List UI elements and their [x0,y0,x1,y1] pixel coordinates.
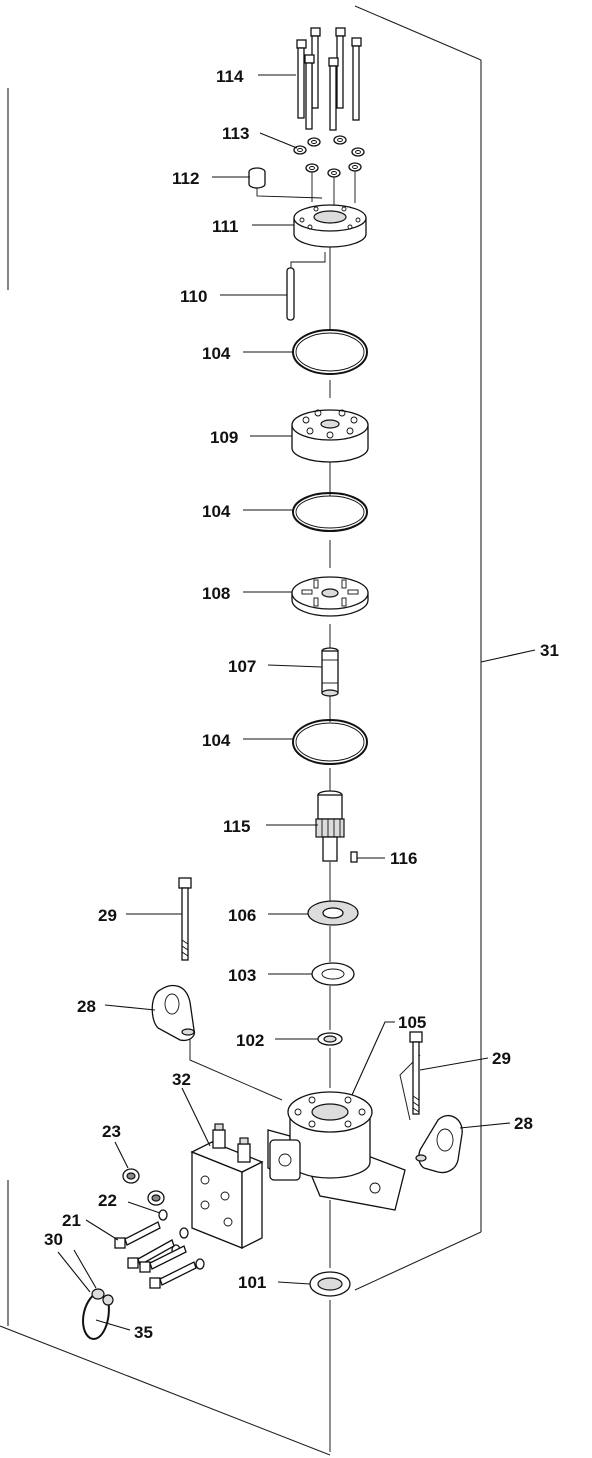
washer-set-113 [293,135,365,206]
housing-105 [267,1091,406,1211]
bolt-set-114 [296,27,362,131]
bolt-114 [351,37,362,121]
callout-29-right: 29 [492,1049,511,1068]
callout-103: 103 [228,966,256,985]
bolt-114 [328,57,339,131]
o-ring-104-b [292,492,368,532]
leader-lines [57,74,536,1331]
callout-28-right: 28 [514,1114,533,1133]
frame-lines [0,5,482,1456]
screw-21 [149,1261,197,1289]
top-cap-111 [293,204,367,248]
thrust-washer-106 [307,900,359,926]
bolt-114 [296,39,307,119]
callout-21: 21 [62,1211,81,1230]
callout-110: 110 [180,287,207,306]
distributor-plate-108 [291,576,369,617]
bolt-114 [335,27,346,109]
callout-104-lower: 104 [202,731,231,750]
screw-21 [127,1239,175,1269]
callout-31: 31 [540,641,559,660]
callout-116: 116 [390,849,417,868]
callout-105: 105 [398,1013,426,1032]
callout-115: 115 [223,817,250,836]
bolt-29-left [178,877,192,961]
callout-30: 30 [44,1230,63,1249]
callout-28-left: 28 [77,997,96,1016]
bolt-114 [304,54,315,130]
shackle-35 [82,1288,114,1340]
callout-104-middle: 104 [202,502,231,521]
callout-112: 112 [172,169,199,188]
ring-101 [309,1271,351,1297]
screw-21 [114,1221,161,1249]
callout-111: 111 [212,217,239,236]
callout-102: 102 [236,1031,264,1050]
screw-21 [139,1245,187,1273]
callout-114: 114 [216,67,244,86]
plug-set-23 [122,1168,165,1206]
callout-22: 22 [98,1191,117,1210]
callout-23: 23 [102,1122,121,1141]
bolt-29-right [409,1031,423,1115]
callout-107: 107 [228,657,256,676]
plug-112 [248,167,323,199]
callout-32: 32 [172,1070,191,1089]
callout-29-left: 29 [98,906,117,925]
callout-labels: 114 113 112 111 110 104 109 104 108 107 … [44,67,559,1342]
valve-plate-109 [291,409,369,463]
drive-link-107 [321,647,339,697]
callout-106: 106 [228,906,256,925]
callout-108: 108 [202,584,230,603]
shaft-115 [315,790,345,862]
o-ring-104-c [292,719,368,765]
callout-113: 113 [222,124,249,143]
callout-35: 35 [134,1323,153,1342]
pin-110 [286,252,326,321]
seal-103 [311,962,355,986]
callout-104-upper: 104 [202,344,231,363]
o-ring-104-a [292,329,368,375]
bushing-102 [317,1032,343,1046]
key-116 [350,851,358,863]
callout-101: 101 [238,1273,266,1292]
screw-set-21 [114,1221,197,1289]
bracket-28-right [415,1115,463,1174]
bracket-28-left [151,984,196,1042]
valve-block-32 [190,1123,264,1250]
callout-109: 109 [210,428,238,447]
